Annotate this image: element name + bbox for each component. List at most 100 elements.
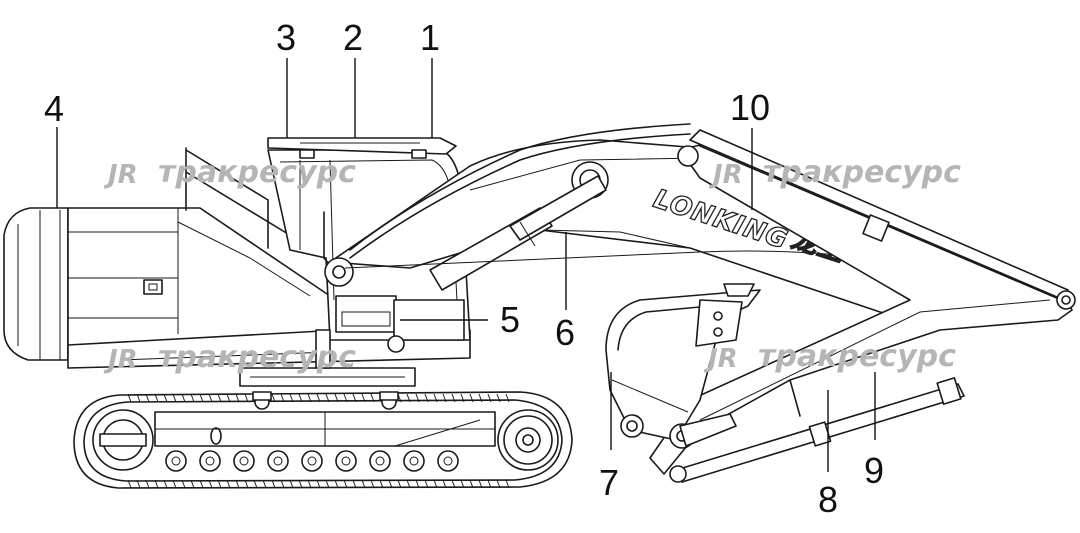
callout-5: 5 (500, 299, 520, 340)
track-shoe (271, 479, 276, 489)
track-shoe (505, 393, 510, 403)
arm (649, 129, 1076, 483)
track-roller (301, 450, 323, 472)
track-shoe (370, 479, 375, 489)
svg-text:JR: JR (103, 345, 138, 375)
track-shoe (460, 393, 465, 403)
track-roller-hub (239, 456, 249, 466)
track-shoe (190, 479, 195, 489)
svg-text:JR: JR (703, 344, 738, 374)
track-shoe (217, 393, 222, 403)
track-shoe (208, 479, 213, 489)
track-shoe (127, 393, 132, 403)
track-shoe (325, 479, 330, 489)
track-shoe (442, 479, 447, 489)
track-roller (165, 450, 187, 472)
callout-8: 8 (818, 479, 838, 520)
track-shoe (478, 393, 483, 403)
track-shoe (307, 393, 312, 403)
track-shoe (298, 479, 303, 489)
callout-7: 7 (599, 462, 619, 503)
track-shoe (325, 393, 330, 403)
track-shoe (226, 479, 231, 489)
callout-2: 2 (343, 17, 363, 58)
track-shoe (316, 393, 321, 403)
track-roller (335, 450, 357, 472)
watermark-3: JR тракресурс (103, 340, 356, 375)
counterweight (3, 207, 69, 361)
track-shoe (307, 479, 312, 489)
track-shoe (280, 479, 285, 489)
track-shoe (406, 479, 411, 489)
track-shoe (352, 393, 357, 403)
track-shoe (361, 479, 366, 489)
track-shoe (235, 479, 240, 489)
track-shoe (289, 393, 294, 403)
track-shoe (460, 479, 465, 489)
track-shoe (136, 393, 141, 403)
track-shoe (172, 479, 177, 489)
track-shoe (424, 393, 429, 403)
track-roller-hub (171, 456, 181, 466)
track-shoe (127, 479, 132, 489)
track-shoe (154, 393, 159, 403)
track-shoe (487, 393, 492, 403)
track-shoe (478, 479, 483, 489)
callout-9: 9 (864, 450, 884, 491)
track-shoe (334, 393, 339, 403)
callouts: 1 2 3 4 5 6 7 8 9 10 (44, 17, 884, 520)
watermark-4: JR тракресурс (703, 339, 956, 374)
track-shoe (496, 393, 501, 403)
track-shoe (181, 479, 186, 489)
track-roller-hub (341, 456, 351, 466)
track-shoe (352, 479, 357, 489)
callout-10: 10 (730, 87, 770, 128)
track-shoe (172, 393, 177, 403)
track-shoe (334, 479, 339, 489)
track-shoe (451, 393, 456, 403)
callout-6: 6 (555, 312, 575, 353)
track-shoe (280, 393, 285, 403)
track-roller-hub (443, 456, 453, 466)
track-roller (199, 450, 221, 472)
callout-3: 3 (276, 17, 296, 58)
track-shoe (496, 479, 501, 489)
track-shoe (145, 479, 150, 489)
track-roller-hub (205, 456, 215, 466)
watermark-2: JR тракресурс (708, 155, 961, 190)
track-shoe (253, 479, 258, 489)
track-shoe (235, 393, 240, 403)
track-shoe (406, 393, 411, 403)
callout-4: 4 (44, 88, 64, 129)
track-roller (369, 450, 391, 472)
track-shoe (298, 393, 303, 403)
track-shoe (487, 479, 492, 489)
track-shoe (361, 393, 366, 403)
track-shoe (199, 393, 204, 403)
svg-text:JR: JR (103, 160, 138, 190)
track-shoe (442, 393, 447, 403)
svg-text:тракресурс: тракресурс (158, 155, 356, 190)
track-shoe (343, 479, 348, 489)
track-shoe (469, 479, 474, 489)
track-shoe (208, 393, 213, 403)
watermark-1: JR тракресурс (103, 155, 356, 190)
track-shoe (154, 479, 159, 489)
track-shoe (424, 479, 429, 489)
track-roller (233, 450, 255, 472)
track-roller-hub (409, 456, 419, 466)
track-shoe (433, 393, 438, 403)
svg-text:тракресурс: тракресурс (763, 155, 961, 190)
track-shoe (244, 393, 249, 403)
track-shoe (343, 393, 348, 403)
track-shoe (316, 479, 321, 489)
track-shoe (181, 393, 186, 403)
callout-1: 1 (420, 17, 440, 58)
track-roller (267, 450, 289, 472)
track-shoe (136, 479, 141, 489)
track-shoe (244, 479, 249, 489)
track-shoe (388, 479, 393, 489)
svg-text:тракресурс: тракресурс (158, 340, 356, 375)
track-shoe (433, 479, 438, 489)
